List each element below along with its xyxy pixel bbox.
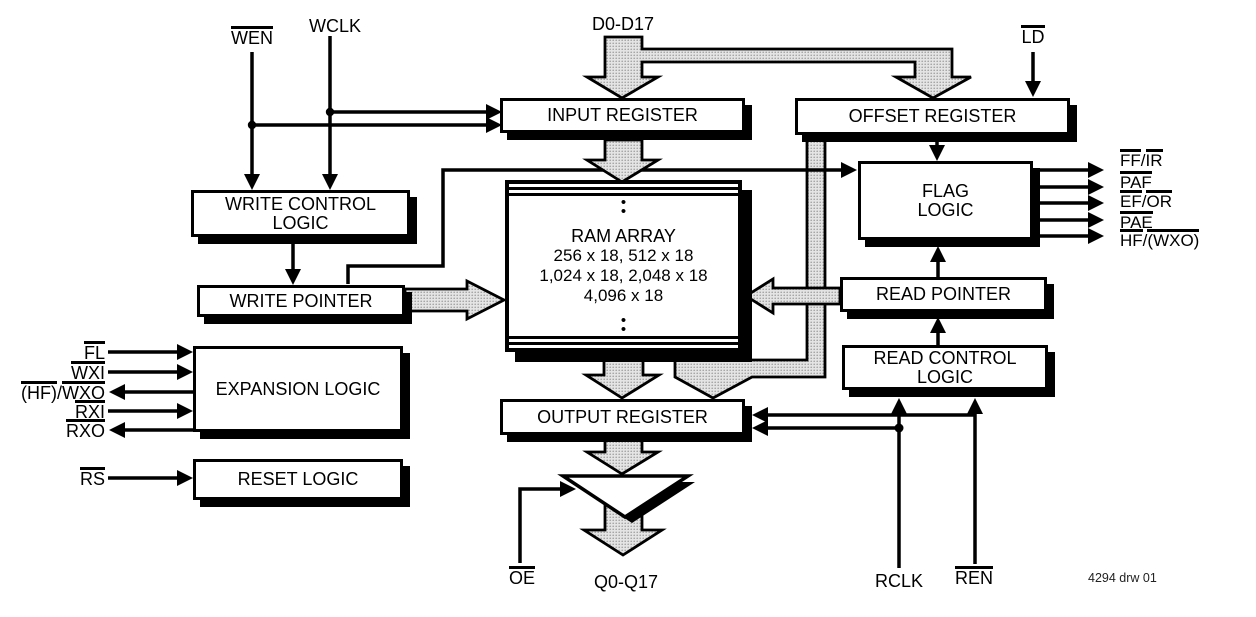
tristate-buffer	[557, 474, 694, 520]
wen-junction-dot	[247, 120, 257, 130]
block-ram-array: • • RAM ARRAY 256 x 18, 512 x 18 1,024 x…	[505, 180, 742, 352]
rs-arrow	[108, 470, 193, 486]
block-flag-logic: FLAG LOGIC	[858, 161, 1033, 240]
block-write-control-logic: WRITE CONTROL LOGIC	[191, 190, 410, 237]
signal-wen-label: WEN	[231, 26, 273, 48]
input-to-ram-bus-arrow	[582, 138, 663, 184]
rxo-arrow	[109, 422, 193, 438]
rxi-arrow	[108, 403, 193, 419]
wxo-arrow	[109, 384, 193, 400]
fl-arrow	[108, 344, 193, 360]
signal-d0-d17-label: D0-D17	[591, 14, 655, 34]
signal-q0-q17-label: Q0-Q17	[593, 572, 659, 592]
signal-wclk-label: WCLK	[308, 16, 361, 36]
signal-rclk-label: RCLK	[874, 571, 923, 591]
offset-to-flag-arrow	[929, 136, 945, 161]
signal-ld-label: LD	[1021, 25, 1045, 47]
signal-hf-wxo-out-label: HF/(WXO)	[1120, 229, 1200, 250]
offset-bus-band	[673, 133, 827, 400]
rclk-net	[752, 398, 907, 568]
wxi-arrow	[108, 364, 193, 380]
block-output-register: OUTPUT REGISTER	[500, 399, 745, 435]
block-offset-register: OFFSET REGISTER	[795, 98, 1070, 135]
signal-fl-label: FL	[83, 341, 105, 363]
block-reset-logic: RESET LOGIC	[193, 459, 403, 500]
ram-dots-top: • •	[620, 194, 627, 220]
block-read-pointer: READ POINTER	[840, 277, 1047, 312]
drawing-number: 4294 drw 01	[1088, 571, 1157, 585]
block-input-register-label: INPUT REGISTER	[547, 105, 698, 125]
block-read-control-logic: READ CONTROL LOGIC	[842, 345, 1048, 390]
read-pointer-to-ram-bus-arrow	[743, 276, 842, 316]
signal-ff-ir-label: FF/IR	[1120, 149, 1163, 170]
signal-wxi-label: WXI	[71, 361, 105, 383]
wen-net	[244, 52, 502, 190]
read-control-to-read-pointer-arrow	[930, 317, 946, 345]
signal-rxi-label: RXI	[74, 400, 105, 422]
signal-oe-label: OE	[508, 566, 535, 588]
ram-array-label: RAM ARRAY 256 x 18, 512 x 18 1,024 x 18,…	[539, 226, 708, 305]
d0-d17-bus-arrow	[581, 35, 972, 100]
signal-pae-label: PAE	[1120, 211, 1153, 232]
read-pointer-to-flag-arrow	[930, 246, 946, 277]
signal-rxo-label: RXO	[65, 419, 105, 441]
ram-bottom-stripes	[509, 336, 738, 348]
signal-paf-label: PAF	[1120, 171, 1152, 192]
wclk-junction-dot	[325, 107, 335, 117]
write-pointer-to-flag-net	[346, 162, 857, 284]
block-offset-register-label: OFFSET REGISTER	[848, 106, 1017, 126]
output-to-buffer-bus-arrow	[582, 434, 663, 476]
rclk-junction-dot	[894, 423, 904, 433]
ram-to-output-bus-arrow	[581, 351, 664, 400]
write-pointer-to-ram-bus-arrow	[403, 278, 508, 322]
ren-net	[752, 398, 983, 564]
ram-dots-bottom: • •	[620, 312, 627, 338]
block-write-pointer: WRITE POINTER	[197, 285, 405, 317]
ram-top-stripes	[509, 184, 738, 196]
block-input-register: INPUT REGISTER	[500, 98, 745, 133]
wclk-net	[322, 36, 502, 190]
write-control-to-write-pointer-arrow	[285, 240, 301, 285]
oe-net	[518, 481, 576, 563]
signal-ef-or-label: EF/OR	[1120, 190, 1172, 211]
signal-hf-wxo-label: (HF)/WXO	[21, 381, 105, 403]
signal-rs-label: RS	[79, 467, 105, 489]
block-expansion-logic: EXPANSION LOGIC	[193, 346, 403, 432]
signal-ren-label: REN	[954, 566, 993, 588]
flag-output-arrows	[1036, 162, 1104, 244]
ld-net	[1025, 52, 1041, 97]
